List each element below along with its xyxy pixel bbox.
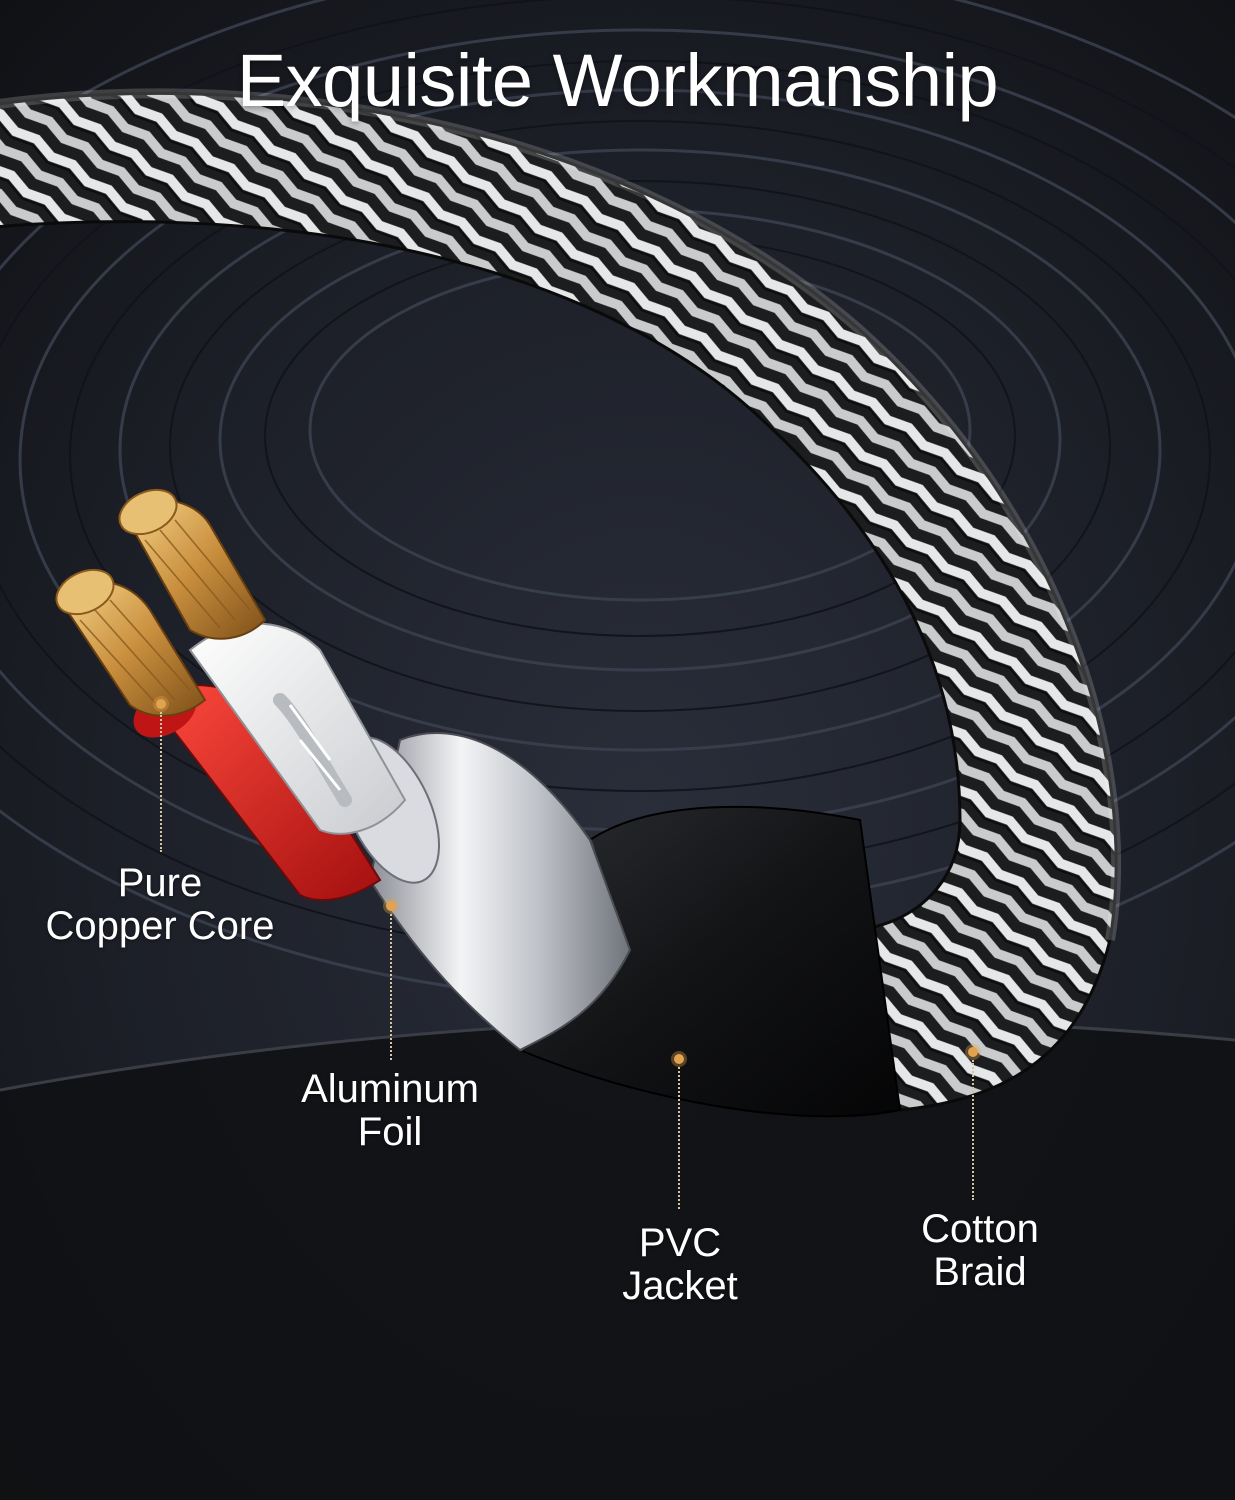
copper-strands-upper (118, 488, 267, 640)
copper-core-marker (156, 699, 166, 709)
cotton-braid-label: Cotton Braid (921, 1207, 1039, 1295)
aluminum-foil-marker (386, 901, 396, 911)
aluminum-foil-label: Aluminum Foil (301, 1067, 479, 1155)
pvc-jacket-marker (674, 1054, 684, 1064)
cotton-braid-leader-line (972, 1060, 974, 1200)
cotton-braid-marker (968, 1047, 978, 1057)
copper-core-leader-line (160, 712, 162, 852)
pvc-jacket-label: PVC Jacket (622, 1221, 738, 1309)
pvc-jacket-leader-line (678, 1067, 680, 1209)
page-title: Exquisite Workmanship (236, 39, 999, 122)
copper-strands-lower (55, 568, 207, 717)
copper-core-label: Pure Copper Core (45, 861, 275, 949)
aluminum-foil-leader-line (390, 914, 392, 1060)
